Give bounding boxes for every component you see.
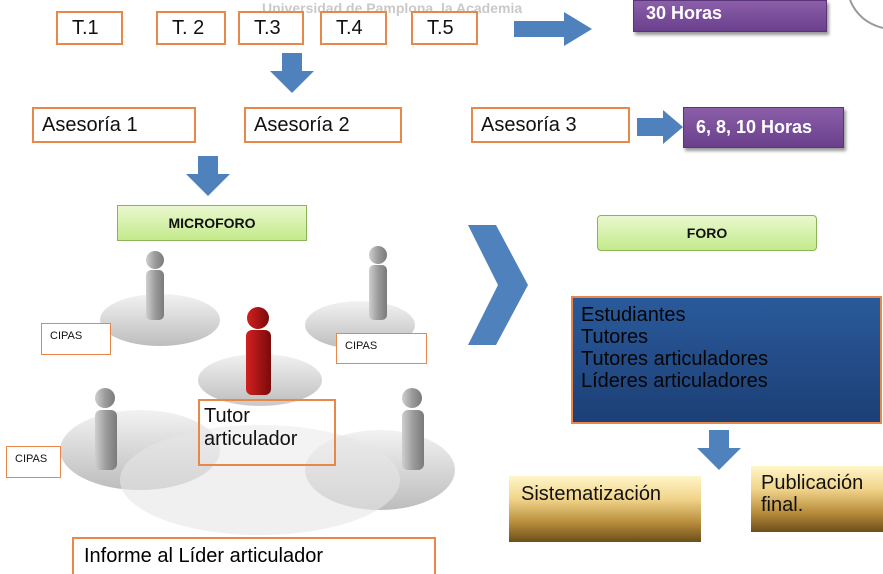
participants-box: Estudiantes Tutores Tutores articuladore… bbox=[571, 296, 882, 424]
publicacion-line-1: Publicación bbox=[761, 472, 864, 494]
asesoria-box-3: Asesoría 3 bbox=[471, 107, 630, 143]
topic-box-2: T. 2 bbox=[156, 11, 226, 45]
cipas-label-1: CIPAS bbox=[41, 323, 111, 355]
right-arrow-icon bbox=[637, 110, 683, 144]
participant-item: Tutores articuladores bbox=[581, 348, 769, 370]
down-arrow-icon bbox=[186, 156, 230, 196]
corner-arc-icon bbox=[849, 0, 883, 29]
participant-item: Estudiantes bbox=[581, 304, 686, 326]
topic-box-4: T.4 bbox=[320, 11, 387, 45]
informe-label: Informe al Líder articulador bbox=[72, 537, 436, 574]
foro-label: FORO bbox=[597, 215, 817, 251]
hours-badge-asesoria: 6, 8, 10 Horas bbox=[683, 107, 844, 148]
tutor-articulador-line-2: articulador bbox=[204, 428, 298, 450]
cipas-label-3: CIPAS bbox=[6, 446, 61, 478]
puzzle-people-illustration bbox=[60, 246, 455, 535]
asesoria-box-2: Asesoría 2 bbox=[244, 107, 402, 143]
topic-box-1: T.1 bbox=[56, 11, 123, 45]
chevron-right-icon bbox=[468, 225, 528, 345]
down-arrow-icon bbox=[697, 430, 741, 470]
tutor-articulador-label: Tutor articulador bbox=[198, 399, 336, 466]
asesoria-box-1: Asesoría 1 bbox=[32, 107, 196, 143]
microforo-label: MICROFORO bbox=[117, 205, 307, 241]
hours-badge-top: 30 Horas bbox=[633, 0, 827, 32]
right-arrow-icon bbox=[514, 12, 592, 46]
tutor-articulador-line-1: Tutor bbox=[204, 405, 250, 427]
participant-item: Tutores bbox=[581, 326, 649, 348]
publicacion-line-2: final. bbox=[761, 494, 804, 516]
topic-box-3: T.3 bbox=[238, 11, 304, 45]
sistematizacion-box: Sistematización bbox=[509, 476, 701, 542]
participant-item: Líderes articuladores bbox=[581, 370, 768, 392]
cipas-label-2: CIPAS bbox=[336, 333, 427, 364]
publicacion-box: Publicación final. bbox=[751, 466, 883, 532]
topic-box-5: T.5 bbox=[411, 11, 478, 45]
down-arrow-icon bbox=[270, 53, 314, 93]
